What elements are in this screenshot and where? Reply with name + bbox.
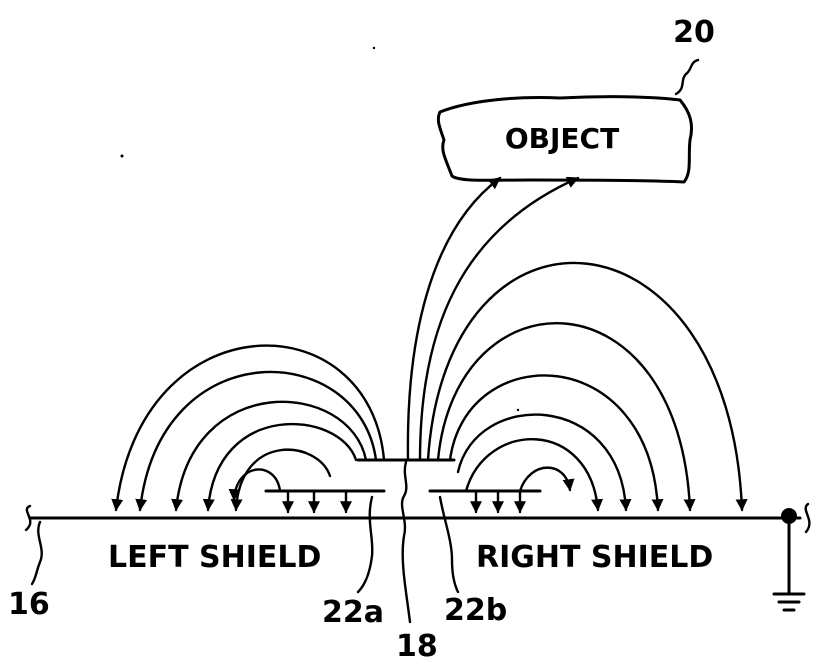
object-label: OBJECT (505, 122, 619, 155)
shield-ref-leader (30, 520, 43, 586)
right-electrode-ref-leader (438, 495, 460, 594)
left-shield-label: LEFT SHIELD (108, 540, 321, 575)
speck (372, 46, 376, 50)
left-field-lines (111, 344, 386, 512)
speck (120, 154, 124, 158)
left-electrode-field-arrows (282, 489, 352, 514)
shield-right-break (804, 502, 811, 534)
center-electrode-ref-label: 18 (396, 629, 438, 659)
object-shape (436, 95, 694, 184)
object-field-lines (406, 176, 580, 462)
object-ref-label: 20 (673, 15, 715, 50)
right-field-lines (426, 261, 748, 512)
left-electrode-ref-leader (356, 495, 374, 594)
object-ref-leader (674, 58, 700, 96)
right-electrode-field-arrows (470, 489, 526, 514)
center-electrode-ref-leader (400, 460, 412, 624)
speck (516, 408, 520, 412)
left-electrode-ref-label: 22a (322, 595, 384, 630)
right-shield-label: RIGHT SHIELD (476, 540, 713, 575)
right-electrode-ref-label: 22b (444, 593, 507, 628)
shield-left-break (24, 504, 32, 532)
shield-ref-label: 16 (8, 587, 50, 622)
